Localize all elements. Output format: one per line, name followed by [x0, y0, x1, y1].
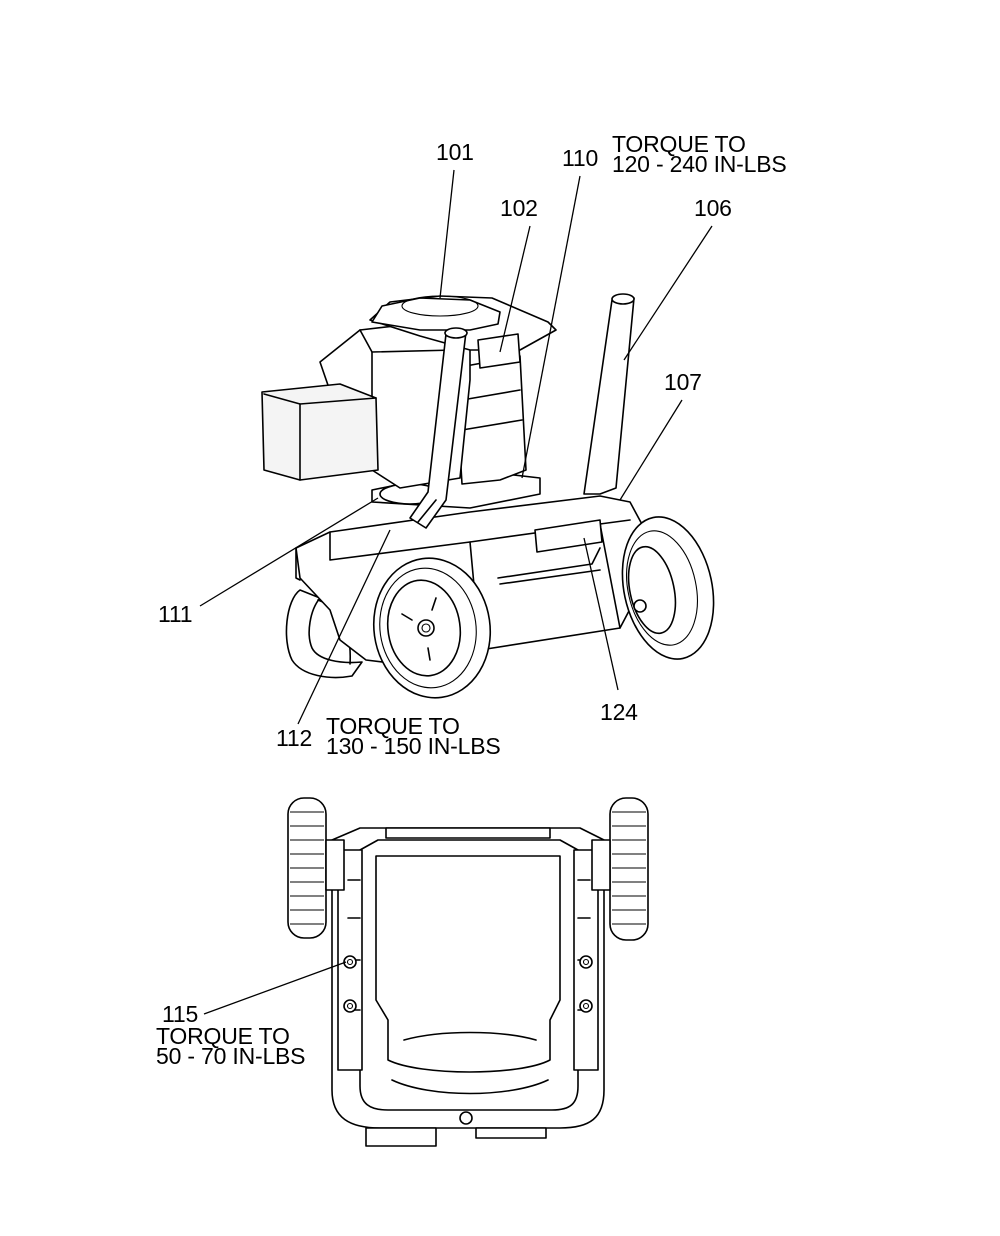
callout-101: 101 [436, 139, 474, 165]
callout-102: 102 [500, 195, 538, 221]
bolt-right-lower [579, 999, 593, 1013]
callout-115: 115 [162, 1001, 199, 1027]
engine-decal [477, 333, 521, 369]
isometric-view [261, 293, 715, 699]
leader-115 [203, 961, 347, 1015]
leader-124 [583, 537, 619, 691]
leader-107 [619, 399, 683, 501]
bolt-right-upper [579, 955, 593, 969]
fuel-tank [261, 383, 379, 481]
leader-101 [439, 169, 455, 299]
axle-bracket-right [591, 839, 611, 891]
foot-left [365, 1127, 437, 1147]
frame-loop-left [285, 589, 363, 679]
callout-107: 107 [664, 369, 702, 395]
wheel-rear-right [621, 516, 715, 660]
torque-note-middle-line2: 130 - 150 IN-LBS [326, 733, 501, 759]
wheel-front-left [372, 557, 492, 699]
callout-112: 112 [276, 725, 313, 751]
handle-tube-right [583, 297, 635, 495]
wheel-right-top [609, 797, 649, 941]
leader-112 [297, 529, 391, 725]
top-view [287, 797, 649, 1147]
leader-lines [199, 169, 713, 1015]
leader-111 [199, 497, 379, 607]
callout-106: 106 [694, 195, 732, 221]
callout-124: 124 [600, 699, 638, 725]
torque-note-bottom-line1: TORQUE TO [156, 1023, 290, 1049]
torque-note-middle-line1: TORQUE TO [326, 713, 460, 739]
torque-note-top-line2: 120 - 240 IN-LBS [612, 151, 787, 177]
leader-102 [499, 225, 531, 353]
frame-pan [375, 855, 561, 1073]
crossbar [385, 827, 551, 839]
bolt-left-upper [343, 955, 357, 969]
air-filter [371, 297, 501, 331]
leader-110 [521, 175, 581, 479]
torque-note-top-line1: TORQUE TO [612, 131, 746, 157]
torque-note-middle: TORQUE TO 130 - 150 IN-LBS [326, 713, 501, 759]
leader-106 [623, 225, 713, 361]
torque-note-top: TORQUE TO 120 - 240 IN-LBS [612, 131, 787, 177]
foot-right [475, 1127, 547, 1139]
axle-bracket-left [325, 839, 345, 891]
callout-110: 110 [562, 145, 599, 171]
bolt-bottom [459, 1111, 473, 1125]
torque-note-bottom: TORQUE TO 50 - 70 IN-LBS [156, 1023, 306, 1069]
bolt-left-lower [343, 999, 357, 1013]
callout-111: 111 [158, 601, 193, 627]
torque-note-bottom-line2: 50 - 70 IN-LBS [156, 1043, 306, 1069]
